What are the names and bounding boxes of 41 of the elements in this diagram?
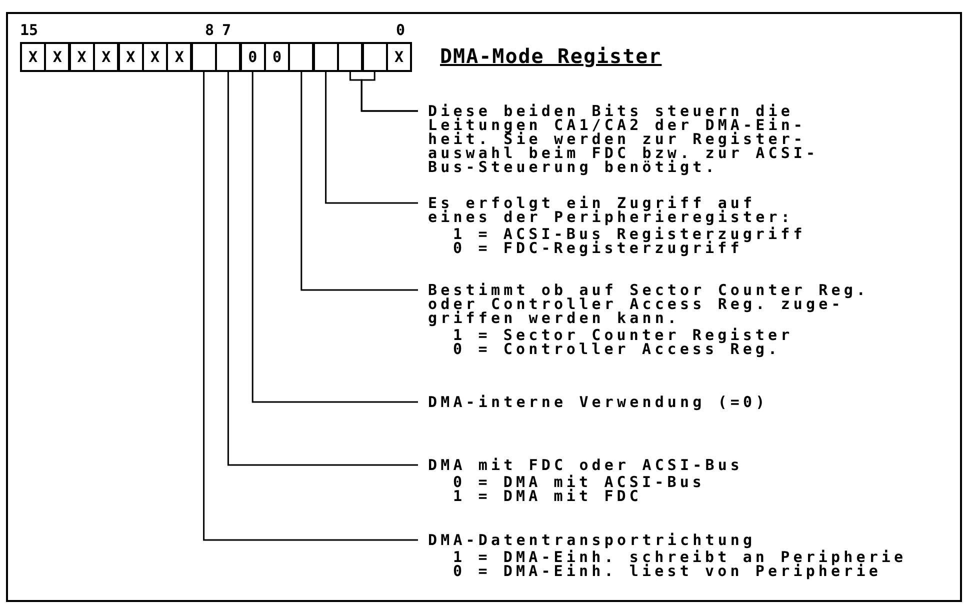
bit-cell [362,42,388,72]
bit-cell: X [142,42,168,72]
leader-line [300,72,418,291]
bit-cell: 0 [264,42,290,72]
bit-cell [337,42,364,72]
bit-cell [215,42,242,72]
value-line: 0 = FDC-Registerzugriff [452,241,743,255]
bit-cell: X [93,42,120,72]
bit-cell: X [118,42,144,72]
diagram-title: DMA-Mode Register [440,44,662,68]
bit-cell: X [68,42,95,72]
leader-line [325,72,418,204]
description-text: DMA mit FDC oder ACSI-Bus [428,458,744,472]
value-line: 0 = DMA mit ACSI-Bus [452,475,706,489]
bit-cell [288,42,314,72]
description-text: Diese beiden Bits steuern die Leitungen CA1/CA2 der DMA-Ein- heit. Sie werden zur Register- auswahl beim FDC bzw. zur ACSI- Bus-Steuerung benötigt. [428,104,820,174]
value-line: 1 = ACSI-Bus Registerzugriff [452,227,807,241]
leader-line [227,72,418,466]
leader-line [360,72,418,112]
bit-cell: X [20,42,46,72]
bit-cell [190,42,217,72]
bit-number: 15 [20,22,38,38]
description-text: DMA-Datentransportrichtung [428,533,757,547]
value-line: 0 = Controller Access Reg. [452,342,781,356]
bit-cell: X [166,42,192,72]
description-text: Es erfolgt ein Zugriff auf eines der Peripherieregister: [428,196,794,224]
bit-number: 0 [396,22,406,38]
bit-number: 8 [205,22,214,38]
bit-cell: X [386,42,412,72]
bit-cell: X [44,42,70,72]
value-line: 1 = Sector Counter Register [453,328,794,342]
bit-cell: 0 [240,42,266,72]
leader-line [252,72,418,403]
value-line: 0 = DMA-Einh. liest von Peripherie [452,564,882,578]
leader-line [203,72,418,541]
bit-cell [312,42,339,72]
value-line: 1 = DMA-Einh. schreibt an Peripherie [453,550,908,564]
description-text: DMA-interne Verwendung (=0) [428,395,770,409]
bit-number: 7 [222,22,232,38]
description-text: Bestimmt ob auf Sector Counter Reg. oder Controller Access Reg. zuge- griffen werden kann. [428,283,870,325]
value-line: 1 = DMA mit FDC [452,489,642,503]
